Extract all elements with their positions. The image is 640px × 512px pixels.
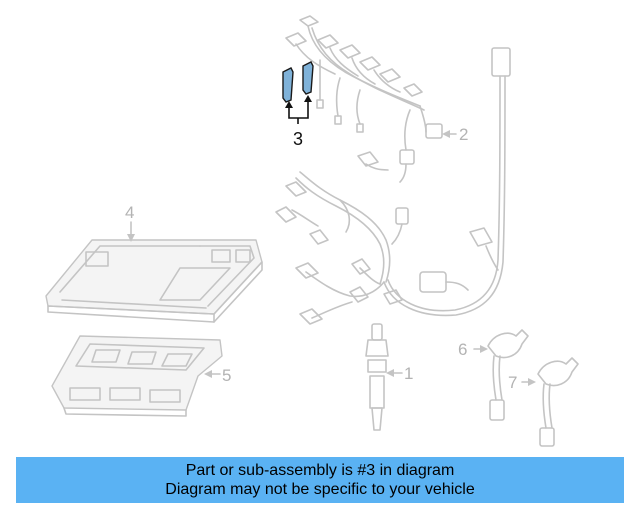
sensor-part-6	[487, 329, 529, 421]
ecu-part-4	[45, 239, 263, 323]
glow-plug-part-1	[365, 323, 389, 431]
callout-1: 1	[404, 364, 413, 383]
banner-line-2: Diagram may not be specific to your vehi…	[165, 481, 475, 498]
sensor-part-7	[537, 357, 579, 447]
callout-6: 6	[458, 340, 467, 359]
callout-2: 2	[459, 125, 468, 144]
callout-2-leader	[442, 130, 457, 138]
banner-line-1: Part or sub-assembly is #3 in diagram	[185, 462, 455, 479]
wiring-harness-part-2	[275, 15, 511, 325]
callout-6-leader	[473, 345, 488, 353]
highlighted-part-3	[282, 61, 314, 103]
callout-4-leader	[127, 221, 135, 242]
callout-5-leader	[204, 370, 221, 378]
callout-7-leader	[521, 378, 536, 386]
callout-3-leader	[285, 95, 312, 124]
callout-4: 4	[125, 203, 134, 222]
callout-1-leader	[386, 369, 403, 377]
callout-3: 3	[293, 129, 303, 149]
callout-7: 7	[508, 373, 517, 392]
bracket-part-5	[51, 335, 223, 417]
info-banner: Part or sub-assembly is #3 in diagram Di…	[16, 457, 624, 503]
callout-5: 5	[222, 366, 231, 385]
